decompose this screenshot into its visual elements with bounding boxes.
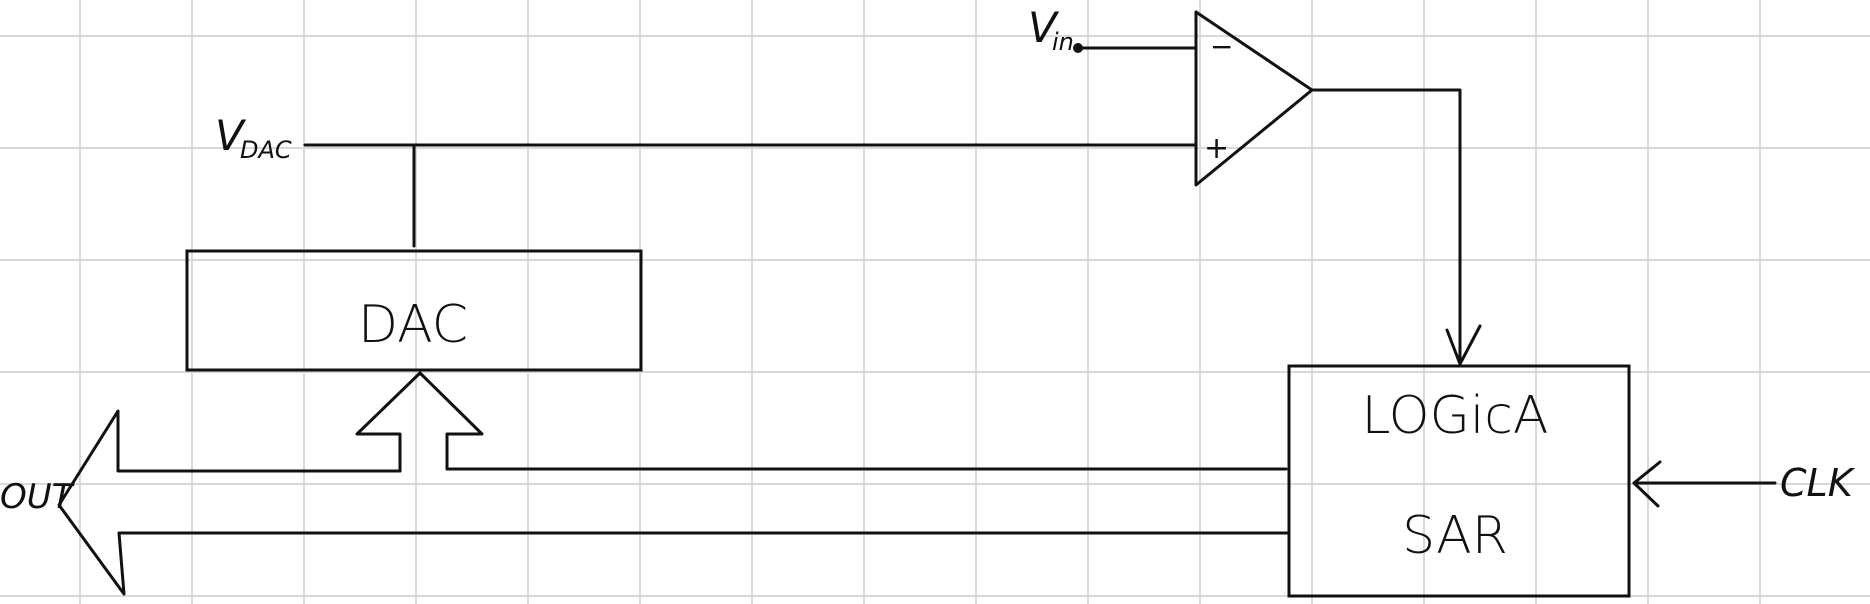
- clk-label: CLK: [1780, 461, 1856, 505]
- comparator-output-arrowhead: [1445, 324, 1482, 366]
- dac-input-bus-arrow: [355, 371, 1288, 473]
- vdac-label-sub: DAC: [240, 136, 292, 164]
- sar-logic-label-line1: LOGicA: [1362, 386, 1549, 446]
- comparator-symbol: [1194, 10, 1314, 187]
- comparator-output-wire: [1310, 88, 1462, 364]
- vin-label-main: V: [1028, 3, 1060, 52]
- vin-label-sub: in: [1052, 28, 1074, 56]
- dac-label: DAC: [358, 295, 468, 355]
- out-bus-arrow: [57, 409, 1289, 596]
- vin-node: [1073, 43, 1083, 53]
- clk-arrowhead: [1632, 460, 1662, 508]
- comparator-plus-label: +: [1204, 131, 1229, 166]
- sar-logic-label-line2: SAR: [1402, 506, 1508, 566]
- comparator-minus-label: −: [1210, 30, 1233, 63]
- sar-logic-block: [1287, 364, 1631, 598]
- vdac-label-main: V: [215, 111, 247, 160]
- dac-block: [185, 249, 643, 372]
- out-label: OUT: [0, 477, 75, 517]
